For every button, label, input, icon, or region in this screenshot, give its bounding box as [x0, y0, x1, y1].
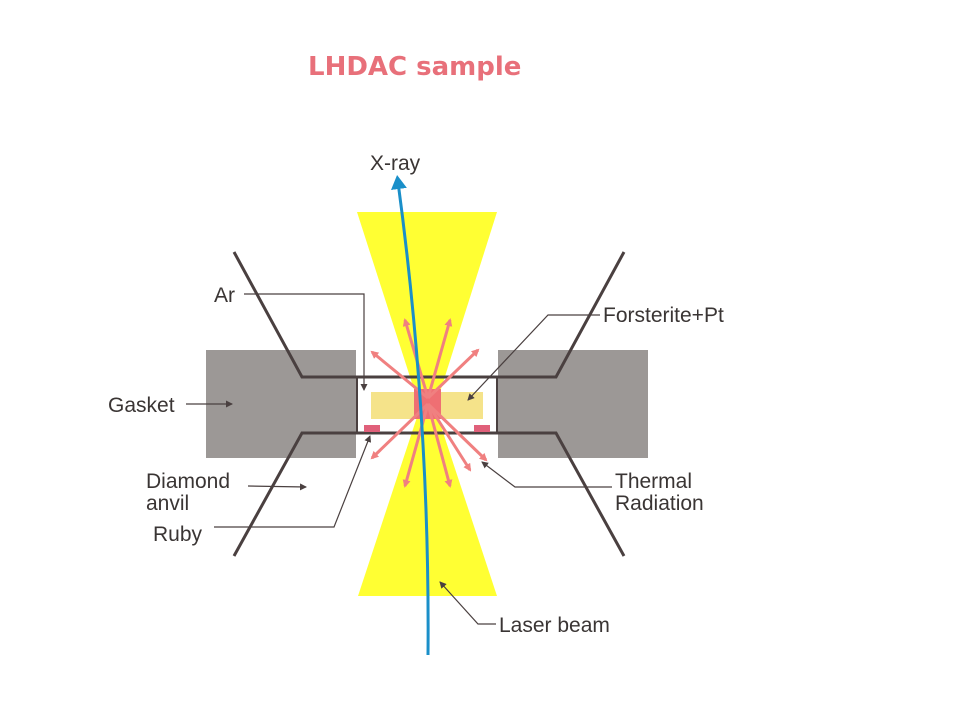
label-diamond-line1: Diamond	[146, 470, 230, 493]
laser-leader	[439, 581, 496, 625]
label-thermal-line2: Radiation	[615, 492, 704, 515]
laser-beam-lower	[358, 408, 497, 596]
label-thermal-line1: Thermal	[615, 470, 692, 493]
page-title: LHDAC sample	[308, 52, 522, 82]
xray-beam	[391, 175, 430, 656]
laser-beam-upper	[357, 212, 497, 408]
label-forsterite: Forsterite+Pt	[603, 304, 724, 327]
ruby-chip-left	[364, 425, 380, 432]
diamond-anvil-lower	[232, 431, 626, 557]
label-gasket: Gasket	[108, 394, 175, 417]
ar-leader	[244, 293, 368, 391]
label-xray: X-ray	[370, 152, 421, 175]
label-laser: Laser beam	[499, 614, 610, 637]
ruby-chip-right	[474, 425, 490, 432]
thermal-leader	[481, 461, 612, 488]
label-ar: Ar	[214, 284, 235, 307]
label-ruby: Ruby	[153, 523, 203, 546]
ruby-leader	[214, 435, 372, 528]
forsterite-leader	[467, 314, 600, 401]
label-diamond-line2: anvil	[146, 492, 189, 515]
gasket-right	[498, 350, 648, 458]
diamond-leader	[247, 483, 307, 491]
